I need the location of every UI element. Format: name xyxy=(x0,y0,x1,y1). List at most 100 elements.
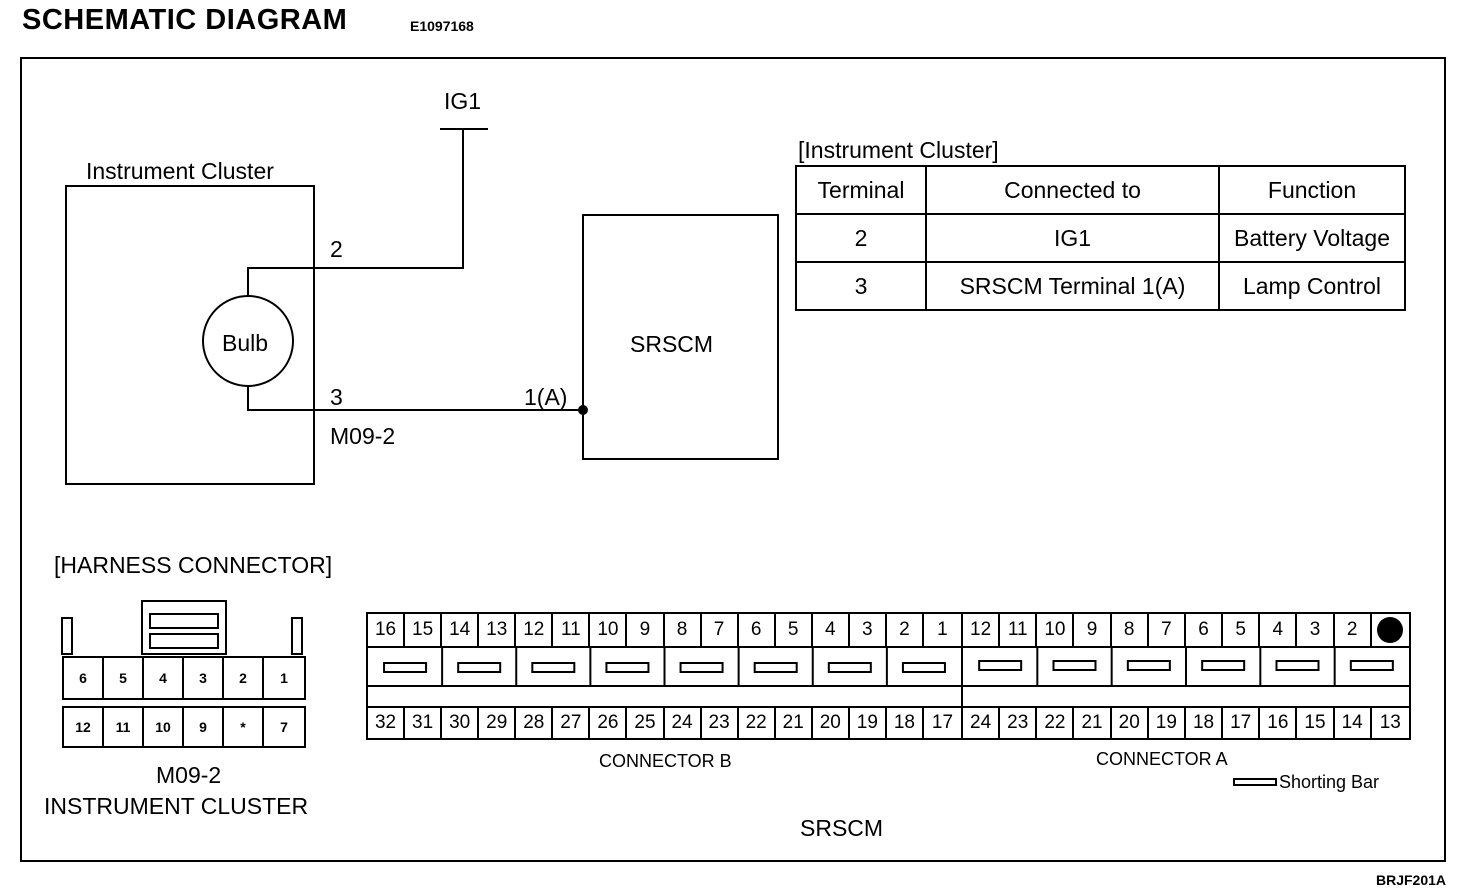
pin-3-label: 3 xyxy=(330,384,343,410)
ig1-label: IG1 xyxy=(444,88,482,114)
connector-pin: 5 xyxy=(1223,614,1261,646)
shorting-bar xyxy=(383,662,428,673)
shorting-bar xyxy=(1126,660,1171,671)
connector-pin: 17 xyxy=(931,712,954,733)
shorting-bar xyxy=(753,662,798,673)
connector-pin: 32 xyxy=(368,708,406,738)
connector-pin: 15 xyxy=(405,614,443,646)
header-function: Function xyxy=(1218,165,1406,215)
keyed-pin-dot xyxy=(1372,614,1409,646)
connector-pin: 23 xyxy=(1000,708,1038,738)
connector-a-label: CONNECTOR A xyxy=(1096,749,1228,769)
connector-pin: 23 xyxy=(702,708,739,738)
connector-pin: 21 xyxy=(776,708,813,738)
diagram-frame xyxy=(20,57,1446,862)
connector-pin: 18 xyxy=(887,708,924,738)
table-caption: [Instrument Cluster] xyxy=(798,137,999,163)
shorting-bar xyxy=(978,660,1023,671)
connector-pin: 10 xyxy=(144,708,184,746)
header-terminal: Terminal xyxy=(795,165,927,215)
connector-pin: 6 xyxy=(64,658,104,698)
table-row: 3 SRSCM Terminal 1(A) Lamp Control xyxy=(795,261,1406,311)
shorting-bar-row xyxy=(368,648,1409,687)
instrument-cluster-label: Instrument Cluster xyxy=(86,158,274,184)
connector-pin: 11 xyxy=(1000,614,1038,646)
table-cell: 3 xyxy=(795,261,927,311)
connector-pin: 3 xyxy=(184,658,224,698)
srscm-connector-label: SRSCM xyxy=(800,815,884,841)
connector-pin: 15 xyxy=(1297,708,1335,738)
connector-pin: 5 xyxy=(776,614,813,646)
connector-pin: 6 xyxy=(739,614,776,646)
connector-pin: 21 xyxy=(1074,708,1112,738)
connector-pin: 27 xyxy=(553,708,591,738)
wire-pin2-ig1 xyxy=(247,130,464,296)
table-cell: Battery Voltage xyxy=(1218,213,1406,263)
connector-pin: 26 xyxy=(590,708,628,738)
connector-pin: 4 xyxy=(1260,614,1298,646)
reference-code: BRJF201A xyxy=(1375,872,1446,888)
pin-2-label: 2 xyxy=(330,236,343,262)
connector-pin: 9 xyxy=(627,614,665,646)
connector-pin: 10 xyxy=(1037,614,1075,646)
connector-pin: 12 xyxy=(64,708,104,746)
m09-connector-name: INSTRUMENT CLUSTER xyxy=(44,793,309,819)
m09-connector-outline xyxy=(61,600,303,655)
connector-pin: 24 xyxy=(665,708,702,738)
connector-pin: 1 xyxy=(280,670,288,686)
connector-pin: 19 xyxy=(850,708,887,738)
connector-separator xyxy=(961,612,963,740)
connector-pin: 11 xyxy=(553,614,591,646)
connector-pin: 2 xyxy=(224,658,264,698)
connector-pin: 12 xyxy=(516,614,554,646)
connector-pin: 29 xyxy=(479,708,517,738)
harness-connector-title: [HARNESS CONNECTOR] xyxy=(54,552,333,578)
shorting-bar-legend-icon xyxy=(1233,778,1277,786)
connector-pin: 4 xyxy=(813,614,850,646)
connector-pin: 14 xyxy=(1335,708,1372,738)
header-connected-to: Connected to xyxy=(925,165,1220,215)
connector-pin: 8 xyxy=(665,614,702,646)
shorting-bar xyxy=(1349,660,1394,671)
connector-pin: 5 xyxy=(104,658,144,698)
shorting-bar-legend-label: Shorting Bar xyxy=(1279,772,1380,792)
connector-pin: 16 xyxy=(368,614,406,646)
shorting-bar xyxy=(1052,660,1097,671)
connector-b-label: CONNECTOR B xyxy=(599,751,732,771)
connector-pin: 7 xyxy=(1149,614,1186,646)
m09-connector-label: M09-2 xyxy=(156,762,222,788)
connector-pin: 20 xyxy=(813,708,850,738)
connector-pin: 7 xyxy=(702,614,739,646)
table-cell: SRSCM Terminal 1(A) xyxy=(925,261,1220,311)
connector-pin: 14 xyxy=(442,614,480,646)
connector-pin: 3 xyxy=(1297,614,1335,646)
srscm-box xyxy=(582,214,779,460)
table-cell: 2 xyxy=(795,213,927,263)
table-cell: Lamp Control xyxy=(1218,261,1406,311)
srscm-label: SRSCM xyxy=(630,331,714,357)
shorting-bar xyxy=(605,662,650,673)
shorting-bar xyxy=(1201,660,1246,671)
instrument-cluster-box xyxy=(65,185,315,485)
srscm-connector-body xyxy=(366,612,1411,740)
connector-pin: 8 xyxy=(1112,614,1149,646)
connector-pin: 9 xyxy=(184,708,224,746)
connector-pin: 4 xyxy=(144,658,184,698)
filled-dot-icon xyxy=(1377,617,1404,643)
shorting-bar xyxy=(901,662,946,673)
shorting-bar xyxy=(827,662,872,673)
shorting-bar xyxy=(679,662,724,673)
shorting-bar xyxy=(457,662,502,673)
connector-pin: 20 xyxy=(1112,708,1149,738)
table-header-row: Terminal Connected to Function xyxy=(795,165,1406,215)
connector-pin: 30 xyxy=(442,708,480,738)
srscm-pin-label: 1(A) xyxy=(524,384,568,410)
shorting-bar xyxy=(1275,660,1320,671)
